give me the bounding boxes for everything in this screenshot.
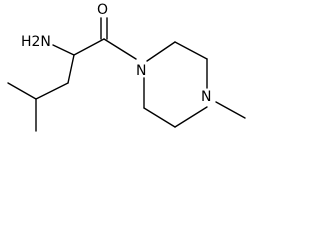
bond-alpha-to-carbonyl-carbon (73, 38, 105, 56)
bond-carbonyl-to-ring-nitrogen (103, 38, 137, 60)
bond-layer (7, 17, 246, 132)
ring-nitrogen-amide-label: N (136, 63, 146, 79)
bond-n4-to-methyl (215, 101, 246, 119)
carbonyl-oxygen-label: O (97, 2, 108, 18)
ring-bond-bottom-left (143, 107, 176, 128)
ring-bond-n4-bottom-right (174, 106, 208, 128)
amine-label: H2N (21, 34, 51, 50)
atom-label-layer: H2N O N N (21, 2, 211, 105)
bond-alpha-to-amine (52, 44, 75, 56)
ring-bond-n1-top-right (146, 41, 176, 62)
bond-methyl-top-left (7, 82, 37, 100)
ring-nitrogen-methyl-label: N (201, 89, 211, 105)
bond-chain-to-alpha-carbon (67, 54, 75, 84)
ring-bond-top-right-side (174, 41, 208, 60)
chemical-structure-diagram: H2N O N N (7, 2, 246, 132)
bond-branch-to-chain (35, 82, 69, 100)
